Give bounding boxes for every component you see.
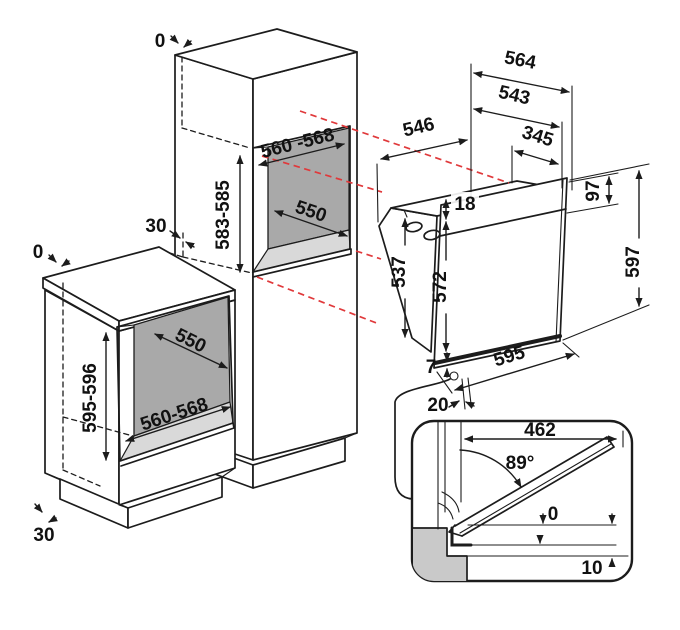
- tall-cabinet-top-face: [174, 28, 358, 80]
- dim-oven-18: 18: [454, 194, 475, 215]
- dim-base-niche-height: 595-596: [80, 363, 101, 433]
- dim-base-top-gap: 0: [33, 242, 44, 263]
- base-cabinet: [42, 246, 236, 529]
- door-detail-bubble: 462 89° 0 10: [394, 378, 634, 583]
- dim-oven-572: 572: [430, 271, 451, 303]
- dim-oven-537: 537: [389, 256, 410, 288]
- dim-oven-345: 345: [519, 122, 556, 151]
- oven-vent-slot: [423, 229, 441, 241]
- dim-detail-10: 10: [581, 558, 602, 579]
- dim-oven-20: 20: [427, 395, 448, 416]
- dim-oven-7: 7: [426, 357, 437, 378]
- detail-callout-circle: [449, 371, 459, 381]
- oven-vent-slot: [405, 221, 423, 233]
- dim-tall-niche-height: 583-585: [213, 180, 234, 250]
- dim-detail-0: 0: [548, 504, 559, 525]
- dim-base-bottom-gap: 30: [33, 525, 54, 546]
- dim-oven-546: 546: [401, 114, 437, 142]
- dim-tall-back-gap: 30: [145, 216, 166, 237]
- door-angle-arc: [459, 449, 522, 488]
- oven-control-panel-line: [439, 208, 567, 237]
- callout-leader-line: [394, 378, 451, 500]
- dim-detail-462: 462: [524, 420, 556, 441]
- dim-detail-angle: 89°: [506, 453, 535, 474]
- dim-tall-top-gap: 0: [155, 31, 166, 52]
- dim-oven-97: 97: [583, 180, 604, 201]
- dim-oven-597: 597: [623, 246, 644, 278]
- dim-oven-564: 564: [502, 47, 538, 74]
- oven-front-face: [433, 177, 568, 369]
- dim-oven-543: 543: [496, 82, 532, 110]
